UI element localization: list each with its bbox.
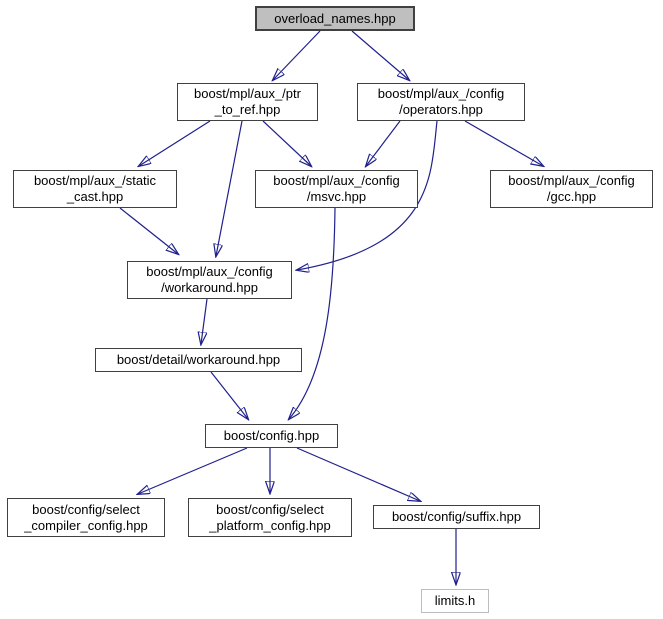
node-label: boost/config/suffix.hpp xyxy=(391,509,522,524)
node-label-line: boost/mpl/aux_/config xyxy=(508,173,635,188)
node-select-compiler-config[interactable]: boost/config/select _compiler_config.hpp xyxy=(7,498,165,537)
node-label-line: /gcc.hpp xyxy=(546,189,597,204)
node-static-cast[interactable]: boost/mpl/aux_/static _cast.hpp xyxy=(13,170,177,208)
edge-ptr-to-ref-to-workaround xyxy=(216,120,243,256)
node-gcc[interactable]: boost/mpl/aux_/config /gcc.hpp xyxy=(490,170,653,208)
edge-overload-names-to-operators xyxy=(351,30,409,80)
edge-msvc-to-config xyxy=(289,207,336,419)
node-label-line: /workaround.hpp xyxy=(161,280,258,295)
node-ptr-to-ref[interactable]: boost/mpl/aux_/ptr _to_ref.hpp xyxy=(177,83,318,121)
node-label-line: _cast.hpp xyxy=(66,189,124,204)
node-label: boost/config.hpp xyxy=(223,428,320,443)
edge-ptr-to-ref-to-static-cast xyxy=(139,120,211,166)
node-label-line: boost/mpl/aux_/config xyxy=(377,86,505,101)
node-label-line: boost/mpl/aux_/static xyxy=(33,173,157,188)
node-detail-workaround[interactable]: boost/detail/workaround.hpp xyxy=(95,348,302,372)
node-workaround[interactable]: boost/mpl/aux_/config /workaround.hpp xyxy=(127,261,292,299)
node-label: overload_names.hpp xyxy=(274,10,396,26)
edge-config-to-select-compiler xyxy=(138,447,248,494)
node-operators[interactable]: boost/mpl/aux_/config /operators.hpp xyxy=(357,83,525,121)
edge-config-to-suffix xyxy=(296,447,420,501)
node-limits-h: limits.h xyxy=(421,589,489,613)
node-label-line: _compiler_config.hpp xyxy=(24,517,148,533)
edge-detail-workaround-to-config xyxy=(210,371,248,419)
edge-operators-to-gcc xyxy=(464,120,543,166)
edge-workaround-to-detail-workaround xyxy=(201,298,208,344)
node-config[interactable]: boost/config.hpp xyxy=(205,424,338,448)
node-msvc[interactable]: boost/mpl/aux_/config /msvc.hpp xyxy=(255,170,418,208)
node-label-line: /operators.hpp xyxy=(399,102,483,117)
node-label-line: _to_ref.hpp xyxy=(214,102,281,117)
edge-ptr-to-ref-to-msvc xyxy=(262,120,311,166)
node-label-line: boost/config/select xyxy=(216,501,324,517)
node-label: boost/detail/workaround.hpp xyxy=(116,352,281,367)
node-select-platform-config[interactable]: boost/config/select _platform_config.hpp xyxy=(188,498,352,537)
node-label-line: boost/mpl/aux_/config xyxy=(146,264,273,279)
node-label: limits.h xyxy=(434,593,476,608)
node-label-line: boost/mpl/aux_/config xyxy=(273,173,400,188)
node-overload-names: overload_names.hpp xyxy=(255,6,415,31)
edge-overload-names-to-ptr-to-ref xyxy=(273,30,321,80)
node-suffix[interactable]: boost/config/suffix.hpp xyxy=(373,505,540,529)
node-label-line: boost/config/select xyxy=(32,501,140,517)
edge-operators-to-msvc xyxy=(366,120,401,166)
node-label-line: boost/mpl/aux_/ptr xyxy=(194,86,301,101)
edge-static-cast-to-workaround xyxy=(119,207,178,254)
node-label-line: /msvc.hpp xyxy=(306,189,367,204)
node-label-line: _platform_config.hpp xyxy=(209,517,331,533)
